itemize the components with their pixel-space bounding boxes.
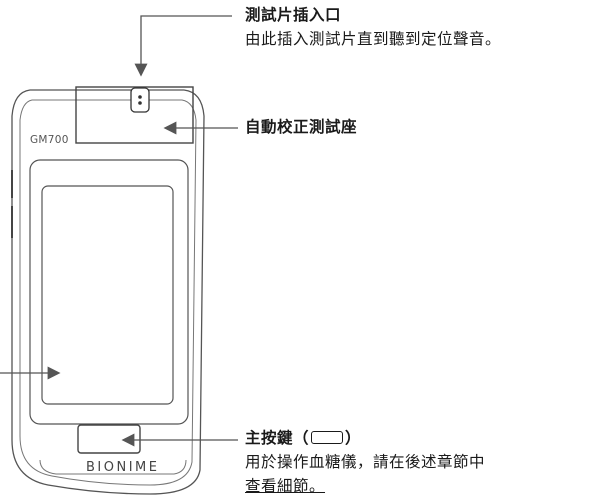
screen-bezel: [29, 159, 189, 425]
slot-contact-top: [138, 95, 142, 99]
slot-contact-bottom: [138, 101, 142, 105]
main-button-title-suffix: ）: [345, 429, 362, 447]
model-label: GM700: [30, 134, 69, 146]
device-outer-body: [11, 89, 205, 495]
main-button-description-line1: 用於操作血糖儀，請在後述章節中: [245, 453, 486, 471]
test-strip-port-housing: [75, 86, 194, 144]
button-glyph-icon: [311, 431, 344, 444]
brand-label: BIONIME: [86, 460, 160, 475]
main-button-description-line2: 查看細節。: [245, 477, 326, 495]
device-inner-body: [19, 99, 197, 486]
main-button-shape: [77, 424, 141, 454]
auto-calibration-title: 自動校正測試座: [245, 118, 358, 136]
strip-port-pointer-line: [134, 15, 232, 77]
brand-panel: [39, 459, 187, 475]
strip-slot: [130, 87, 150, 113]
main-button-title: 主按鍵（ ）: [245, 428, 361, 448]
strip-port-title: 測試片插入口: [245, 6, 342, 24]
display-screen: [41, 185, 174, 405]
strip-port-description: 由此插入測試片直到聽到定位聲音。: [245, 30, 502, 48]
main-button-title-prefix: 主按鍵（: [245, 429, 310, 447]
